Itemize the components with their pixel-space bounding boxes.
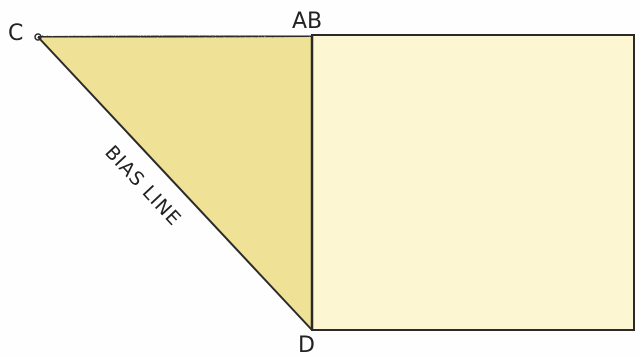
label-ab: AB <box>292 9 322 34</box>
label-c: C <box>8 21 23 46</box>
point-c-marker <box>34 33 42 41</box>
bias-line <box>37 36 313 331</box>
top-edge-line <box>37 35 313 38</box>
label-d: D <box>298 333 315 356</box>
square-fabric <box>311 34 635 331</box>
